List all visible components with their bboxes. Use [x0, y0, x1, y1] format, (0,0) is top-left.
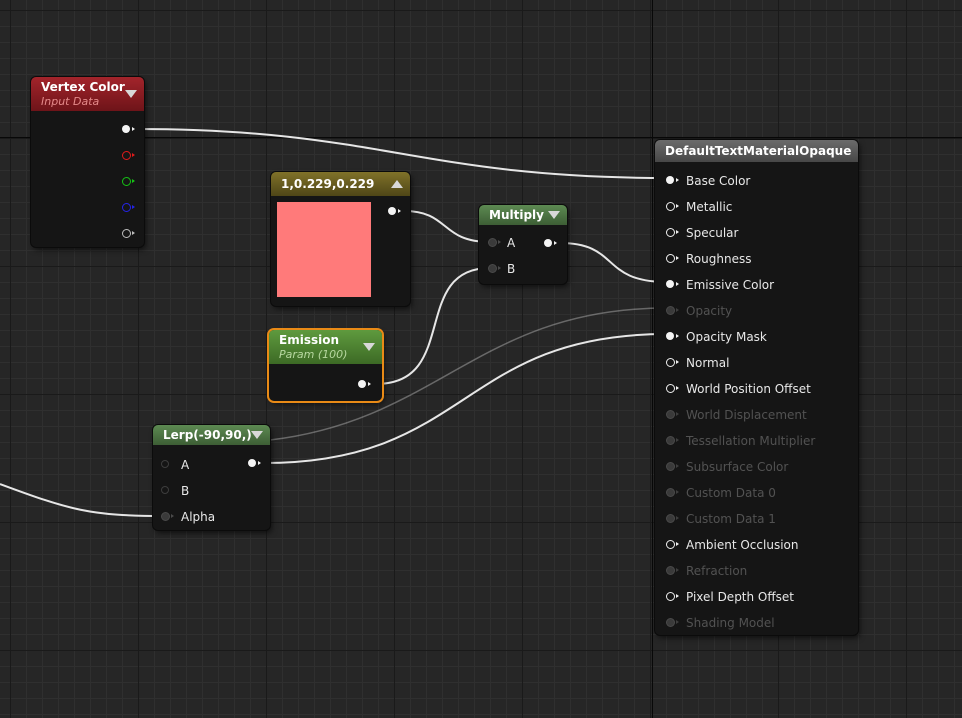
emission-output-pin[interactable] [358, 380, 371, 390]
vertex-color-node[interactable]: Vertex Color Input Data [31, 77, 144, 247]
lerp-a-label: A [181, 458, 190, 472]
vertex-color-title: Vertex Color [41, 80, 125, 94]
multiply-header[interactable]: Multiply [479, 205, 567, 225]
lerp-output-pin[interactable] [248, 459, 261, 469]
lerp-b-input-pin[interactable] [161, 486, 171, 496]
material-world-position-offset-label: World Position Offset [686, 382, 811, 396]
color-swatch-preview [277, 202, 371, 297]
constant-color-node[interactable]: 1,0.229,0.229 [271, 172, 410, 306]
material-specular-label: Specular [686, 226, 739, 240]
vertex-color-header[interactable]: Vertex Color Input Data [31, 77, 144, 111]
material-custom-data-0-label: Custom Data 0 [686, 486, 776, 500]
lerp-alpha-label: Alpha [181, 510, 216, 524]
material-roughness-input-pin[interactable] [666, 254, 679, 264]
material-pixel-depth-offset-label: Pixel Depth Offset [686, 590, 794, 604]
material-custom-data-1-input-pin [666, 514, 679, 524]
collapse-arrow-icon[interactable] [548, 211, 560, 219]
material-opacity-mask-input-pin[interactable] [666, 332, 679, 342]
multiply-title: Multiply [489, 208, 544, 222]
material-subsurface-color-input-pin [666, 462, 679, 472]
wire-faded-opacity [269, 307, 668, 441]
material-custom-data-0-input-pin [666, 488, 679, 498]
multiply-output-pin[interactable] [544, 239, 557, 249]
graph-origin-vertical-line [652, 0, 653, 718]
material-result-header[interactable]: DefaultTextMaterialOpaque [655, 140, 858, 162]
material-specular-input-pin[interactable] [666, 228, 679, 238]
lerp-alpha-input-pin[interactable] [161, 512, 174, 522]
multiply-a-label: A [507, 236, 516, 250]
material-ambient-occlusion-input-pin[interactable] [666, 540, 679, 550]
wire-constant-multiply-a[interactable] [403, 210, 491, 243]
material-emissive-color-label: Emissive Color [686, 278, 775, 292]
material-metallic-input-pin[interactable] [666, 202, 679, 212]
material-world-displacement-input-pin [666, 410, 679, 420]
wire-vertexcolor-basecolor[interactable] [135, 128, 668, 179]
collapse-arrow-up-icon[interactable] [391, 180, 403, 188]
material-normal-label: Normal [686, 356, 730, 370]
material-pixel-depth-offset-input-pin[interactable] [666, 592, 679, 602]
vertex-color-a-output-pin[interactable] [122, 229, 135, 239]
material-tessellation-multiplier-label: Tessellation Multiplier [686, 434, 816, 448]
wire-emission-multiply-b[interactable] [375, 267, 491, 385]
vertex-color-subtitle: Input Data [41, 95, 100, 108]
material-custom-data-1-label: Custom Data 1 [686, 512, 776, 526]
multiply-node[interactable]: Multiply A B [479, 205, 567, 284]
material-subsurface-color-label: Subsurface Color [686, 460, 789, 474]
material-refraction-label: Refraction [686, 564, 748, 578]
multiply-b-label: B [507, 262, 516, 276]
material-tessellation-multiplier-input-pin [666, 436, 679, 446]
emission-header[interactable]: Emission Param (100) [269, 330, 382, 364]
material-normal-input-pin[interactable] [666, 358, 679, 368]
lerp-a-input-pin[interactable] [161, 460, 171, 470]
vertex-color-b-output-pin[interactable] [122, 203, 135, 213]
constant-color-title: 1,0.229,0.229 [281, 177, 375, 191]
wire-multiply-emissive[interactable] [559, 242, 668, 283]
lerp-node[interactable]: Lerp(-90,90,) A B Alpha [153, 425, 270, 530]
material-shading-model-input-pin [666, 618, 679, 628]
collapse-arrow-icon[interactable] [125, 90, 137, 98]
lerp-header[interactable]: Lerp(-90,90,) [153, 425, 270, 445]
wire-offscreen-lerp-alpha[interactable] [0, 483, 165, 517]
material-refraction-input-pin [666, 566, 679, 576]
material-world-displacement-label: World Displacement [686, 408, 807, 422]
emission-title: Emission [279, 333, 339, 347]
constant-color-output-pin[interactable] [388, 207, 401, 217]
emission-param-node[interactable]: Emission Param (100) [269, 330, 382, 401]
emission-subtitle: Param (100) [279, 348, 348, 361]
material-base-color-input-pin[interactable] [666, 176, 679, 186]
material-opacity-mask-label: Opacity Mask [686, 330, 767, 344]
material-roughness-label: Roughness [686, 252, 752, 266]
material-emissive-color-input-pin[interactable] [666, 280, 679, 290]
vertex-color-rgb-output-pin[interactable] [122, 125, 135, 135]
collapse-arrow-icon[interactable] [363, 343, 375, 351]
lerp-title: Lerp(-90,90,) [163, 428, 252, 442]
vertex-color-r-output-pin[interactable] [122, 151, 135, 161]
graph-origin-horizontal-line [0, 137, 962, 138]
multiply-b-input-pin[interactable] [488, 264, 501, 274]
material-base-color-label: Base Color [686, 174, 751, 188]
multiply-a-input-pin[interactable] [488, 238, 501, 248]
material-opacity-input-pin [666, 306, 679, 316]
material-ambient-occlusion-label: Ambient Occlusion [686, 538, 799, 552]
constant-color-header[interactable]: 1,0.229,0.229 [271, 172, 410, 196]
collapse-arrow-icon[interactable] [251, 431, 263, 439]
lerp-b-label: B [181, 484, 190, 498]
vertex-color-g-output-pin[interactable] [122, 177, 135, 187]
material-world-position-offset-input-pin[interactable] [666, 384, 679, 394]
material-opacity-label: Opacity [686, 304, 733, 318]
material-shading-model-label: Shading Model [686, 616, 775, 630]
material-result-title: DefaultTextMaterialOpaque [665, 144, 852, 158]
wire-lerp-opacitymask[interactable] [263, 333, 668, 464]
material-metallic-label: Metallic [686, 200, 733, 214]
